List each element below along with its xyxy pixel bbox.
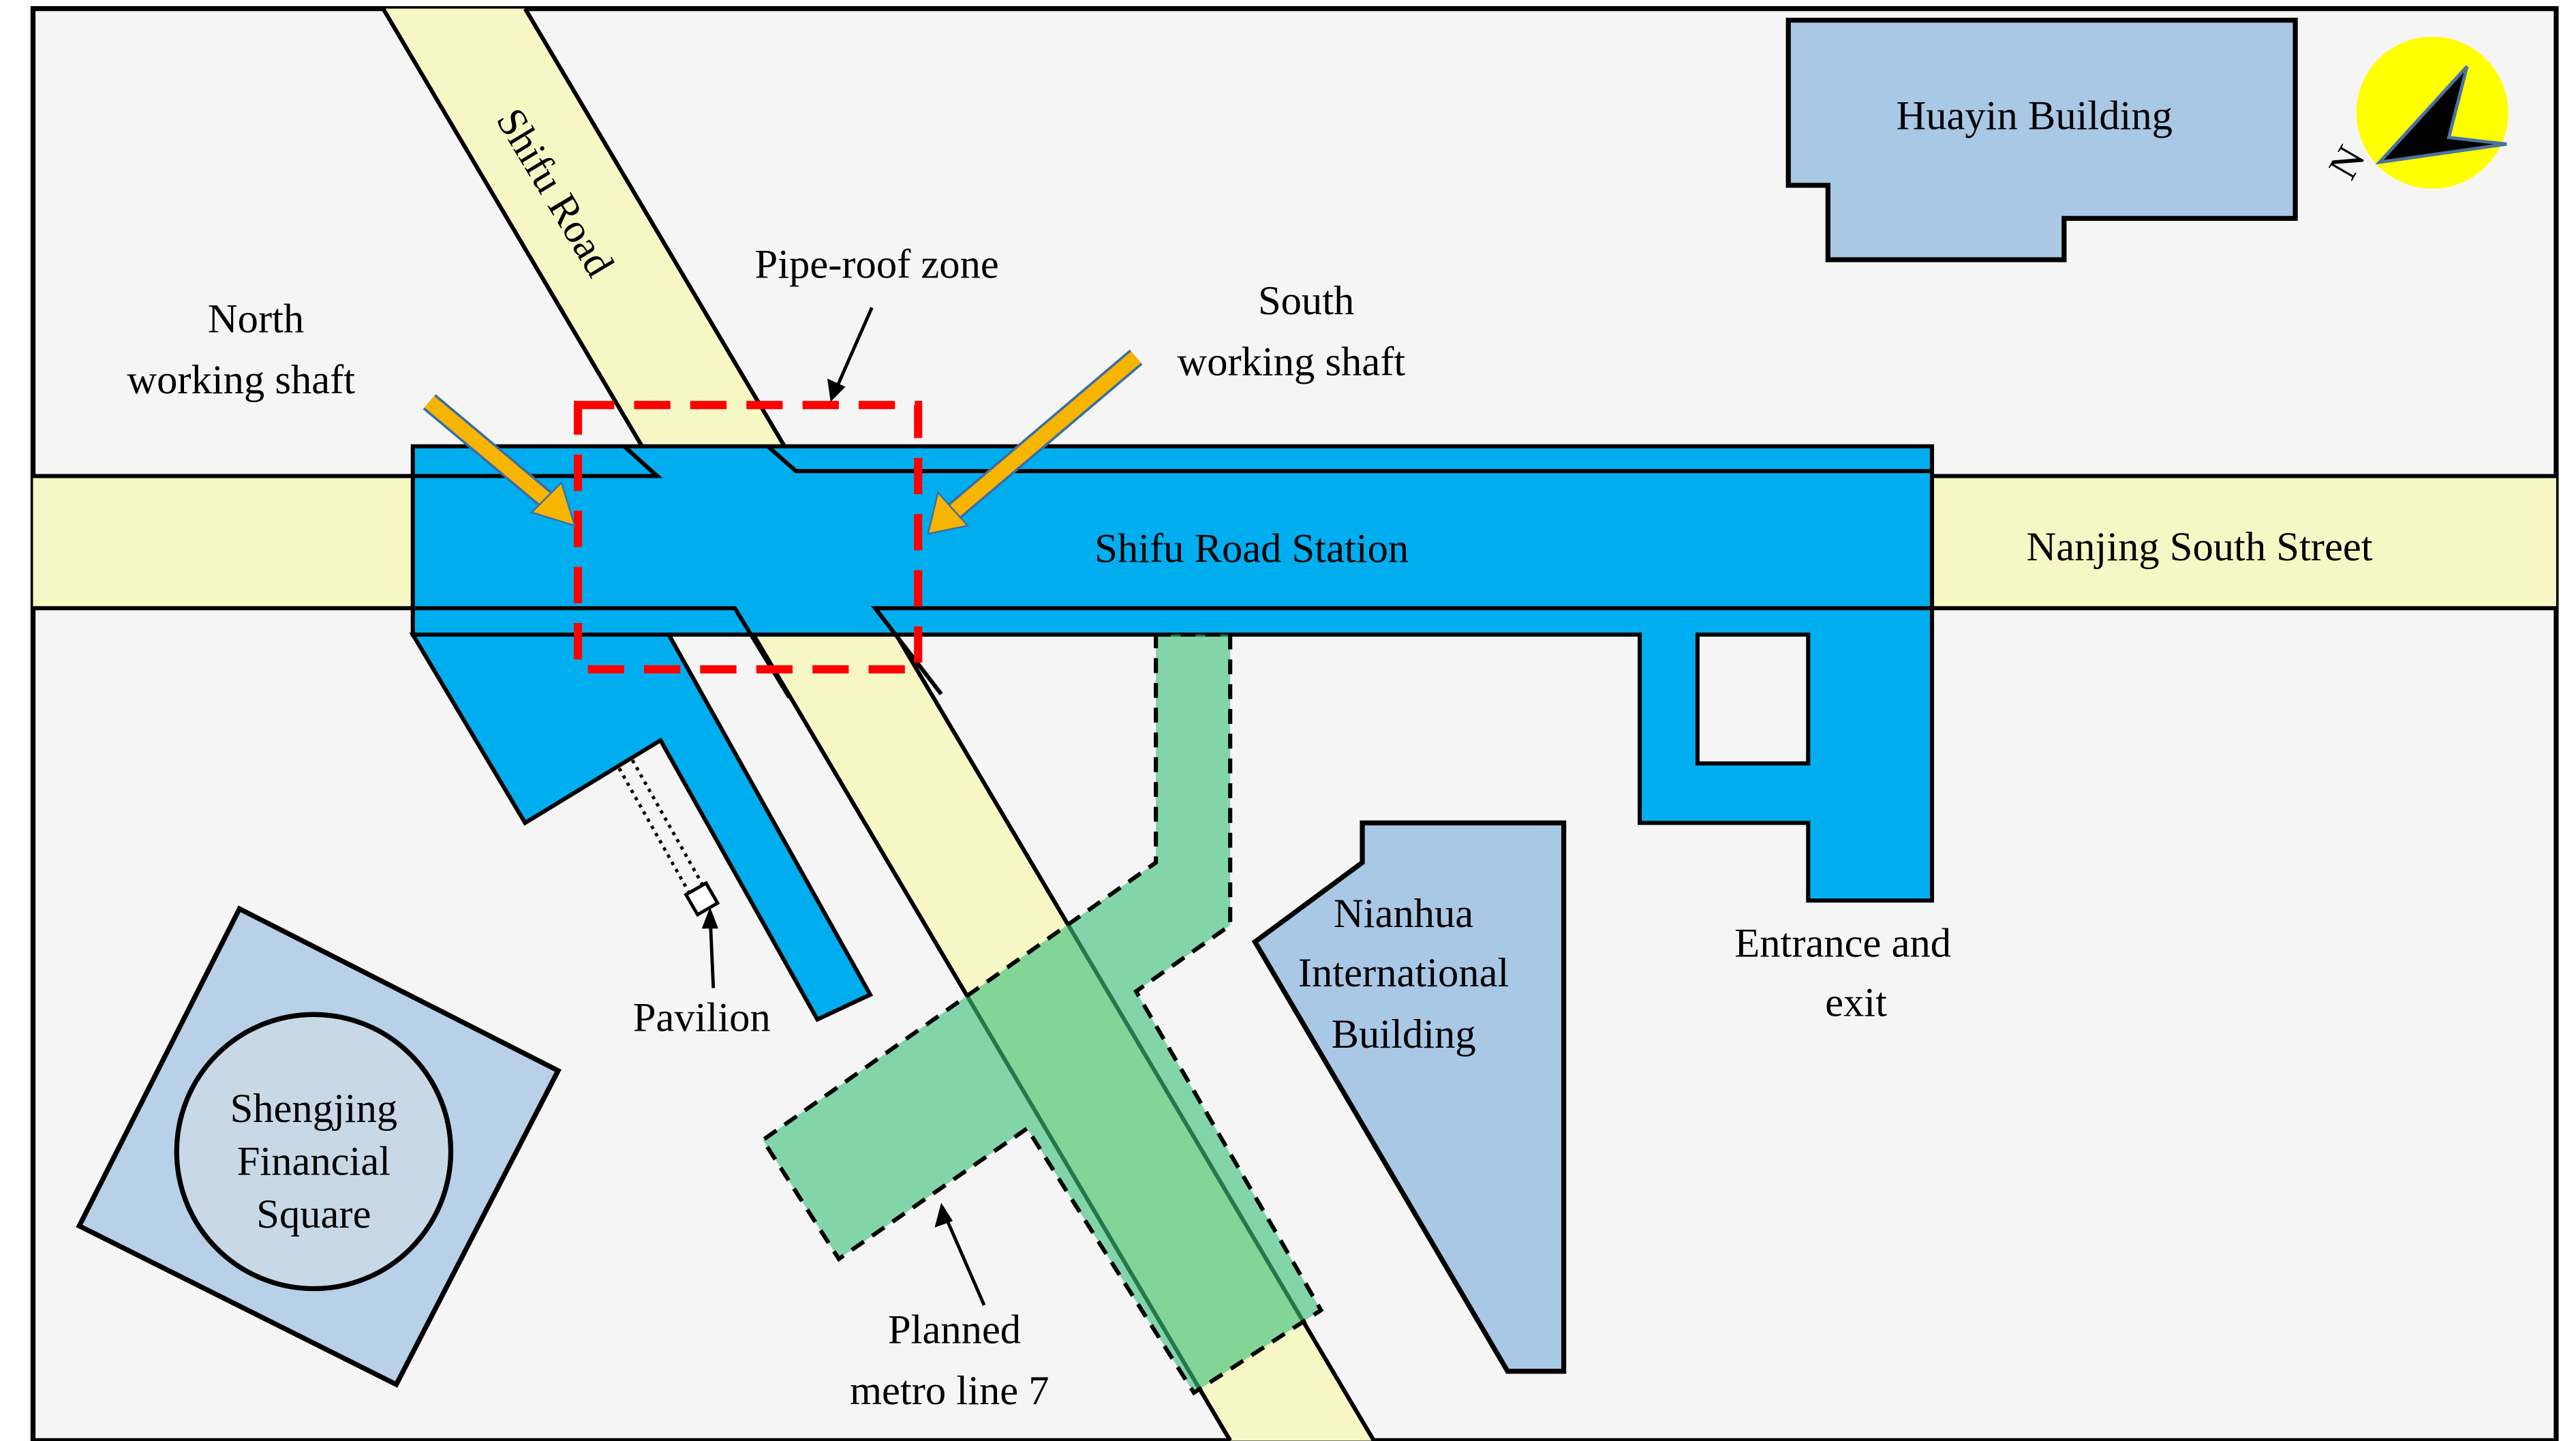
planned-metro-line-7 [760,632,1324,1396]
huayin-label: Huayin Building [1897,93,2173,139]
shengjing-label-2: Financial [237,1138,390,1184]
shifu-road-station [409,444,1935,1022]
pavilion-label: Pavilion [633,995,771,1041]
metro-label-2: metro line 7 [850,1368,1049,1414]
nianhua-label-3: Building [1332,1012,1476,1057]
nianhua-label-1: Nianhua [1334,891,1473,937]
pavilion-icon [684,881,720,917]
shengjing-label-3: Square [256,1192,371,1237]
shengjing-label-1: Shengjing [230,1086,398,1132]
nianhua-label-2: International [1298,950,1509,996]
north-shaft-label-2: working shaft [127,357,355,403]
entrance-label-2: exit [1825,980,1887,1026]
shengjing-financial-square [76,905,562,1388]
pavilion-passage [617,759,720,988]
metro-label-1: Planned [888,1307,1021,1353]
north-shaft-label-1: North [208,297,304,342]
metro-pointer-arrow [934,1202,986,1306]
station-label: Shifu Road Station [1094,526,1409,571]
pipe-roof-zone-label: Pipe-roof zone [755,242,999,288]
south-shaft-arrow [927,349,1143,535]
south-shaft-label-2: working shaft [1177,339,1405,385]
pipe-roof-zone [574,401,923,673]
nianhua-international-building [1251,820,1567,1374]
north-shaft-arrow [423,394,577,527]
entrance-label-1: Entrance and [1734,921,1951,967]
pipe-roof-pointer-arrow [827,307,874,402]
south-shaft-label-1: South [1258,278,1354,324]
huayin-building [1785,17,2298,262]
nanjing-street-label: Nanjing South Street [2027,524,2373,570]
station-wing [409,632,874,1022]
